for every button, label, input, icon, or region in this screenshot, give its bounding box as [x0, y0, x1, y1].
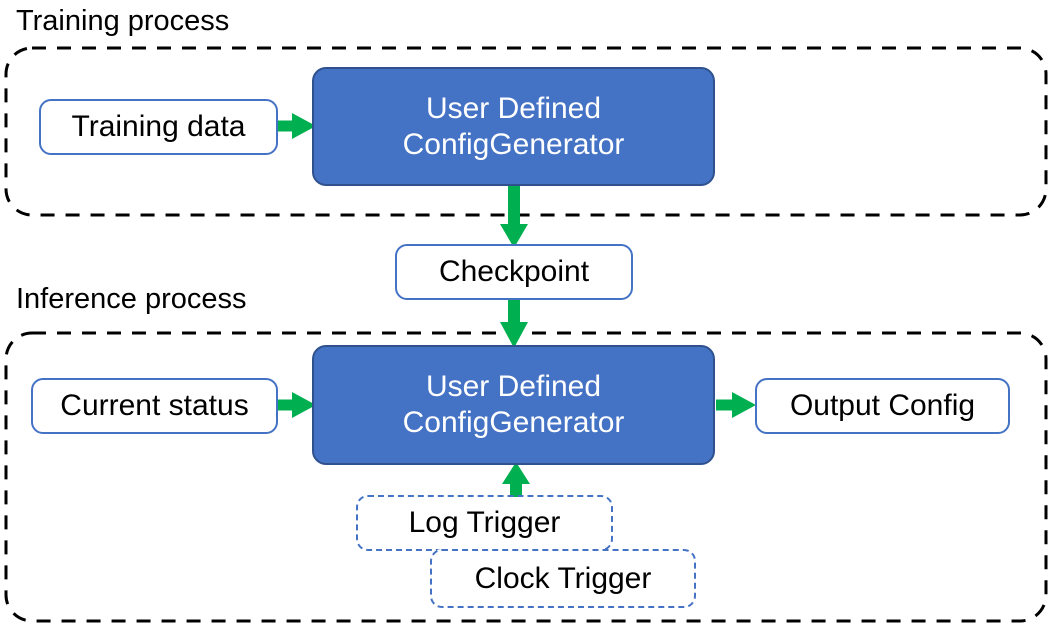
node-log-trigger[interactable]: Log Trigger [356, 495, 613, 551]
node-output-config[interactable]: Output Config [755, 378, 1010, 434]
node-clock-trigger-label: Clock Trigger [474, 561, 652, 595]
node-checkpoint[interactable]: Checkpoint [395, 244, 633, 300]
training-process-label: Training process [16, 5, 230, 37]
arrow-generator-to-checkpoint [500, 185, 528, 248]
node-training-config-generator-line2: ConfigGenerator [402, 127, 625, 161]
training-process-container [4, 46, 1048, 217]
node-inference-config-generator-line1: User Defined [425, 370, 602, 403]
node-output-config-label: Output Config [789, 389, 976, 422]
inference-process-label: Inference process [16, 283, 247, 315]
node-clock-trigger[interactable]: Clock Trigger [430, 549, 696, 608]
arrow-training-data-to-generator [278, 113, 316, 139]
arrow-generator-to-output-config [716, 392, 756, 418]
inference-process-container [4, 331, 1048, 623]
node-current-status-label: Current status [60, 389, 249, 422]
node-training-data[interactable]: Training data [39, 99, 278, 155]
node-training-config-generator[interactable]: User Defined ConfigGenerator [312, 67, 715, 186]
node-checkpoint-label: Checkpoint [438, 255, 590, 288]
arrow-log-trigger-to-generator [502, 462, 530, 497]
node-training-config-generator-line1: User Defined [425, 91, 602, 125]
arrow-checkpoint-to-inference-generator [500, 300, 528, 348]
node-log-trigger-label: Log Trigger [408, 506, 561, 539]
node-inference-config-generator[interactable]: User Defined ConfigGenerator [312, 345, 715, 465]
node-current-status[interactable]: Current status [31, 378, 278, 434]
node-inference-config-generator-line2: ConfigGenerator [402, 406, 625, 439]
arrow-current-status-to-generator [278, 392, 316, 418]
node-training-data-label: Training data [71, 110, 246, 143]
